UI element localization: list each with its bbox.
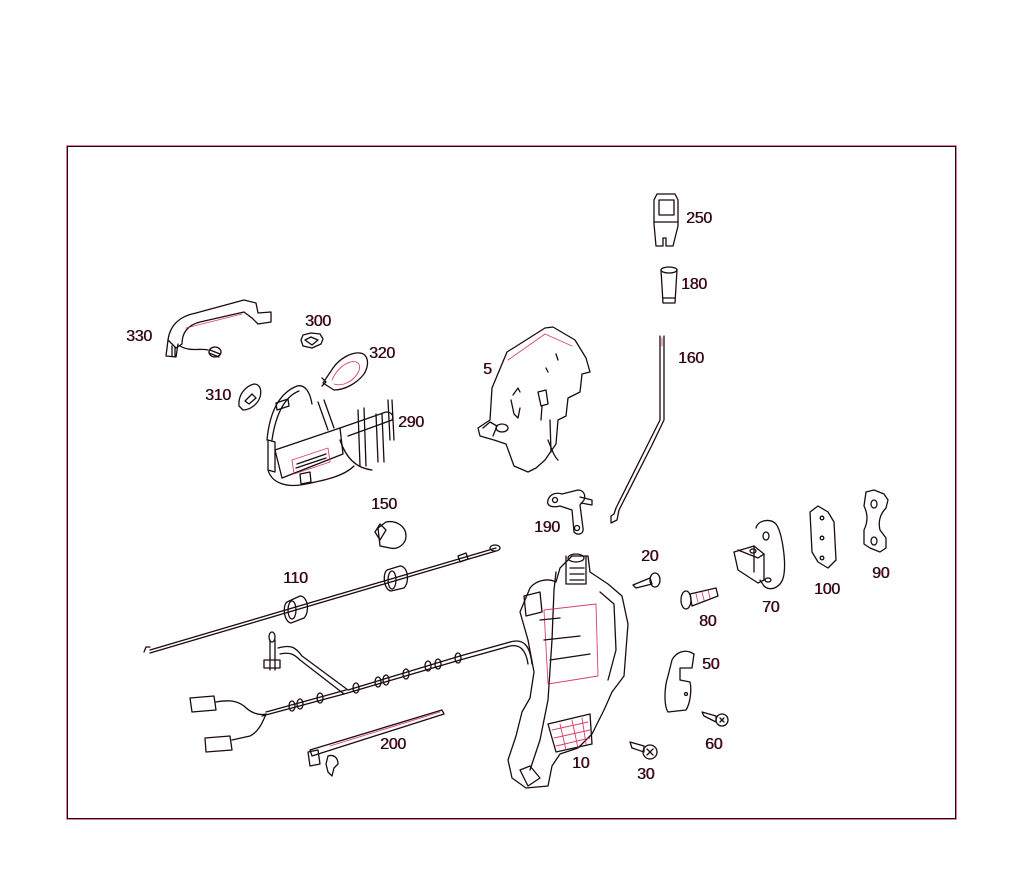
- label-part-150[interactable]: 150: [371, 496, 397, 513]
- part-90-shim-plate[interactable]: [863, 489, 889, 553]
- label-part-60[interactable]: 60: [705, 736, 723, 753]
- label-part-290[interactable]: 290: [398, 414, 424, 431]
- label-part-30[interactable]: 30: [637, 766, 655, 783]
- part-5-lock-cover[interactable]: [477, 326, 591, 473]
- label-part-180[interactable]: 180: [681, 276, 707, 293]
- part-310-gasket[interactable]: [238, 383, 262, 411]
- label-part-10[interactable]: 10: [572, 755, 590, 772]
- part-80-countersunk-screw[interactable]: [680, 587, 719, 610]
- label-part-100[interactable]: 100: [814, 581, 840, 598]
- part-250-lock-knob[interactable]: [653, 193, 679, 247]
- label-part-20[interactable]: 20: [641, 548, 659, 565]
- part-290-handle-carrier[interactable]: [266, 385, 395, 487]
- label-part-90[interactable]: 90: [872, 565, 890, 582]
- part-20-screw[interactable]: [632, 572, 661, 589]
- wiring-harness[interactable]: [189, 631, 533, 753]
- label-part-310[interactable]: 310: [205, 387, 231, 404]
- part-300-cap[interactable]: [300, 332, 324, 349]
- label-part-320[interactable]: 320: [369, 345, 395, 362]
- label-part-5[interactable]: 5: [483, 361, 492, 378]
- part-60-screw[interactable]: [701, 711, 729, 727]
- label-part-190[interactable]: 190: [534, 519, 560, 536]
- part-70-striker-bracket[interactable]: [733, 519, 786, 590]
- part-100-backing-plate[interactable]: [809, 505, 837, 569]
- diagram-frame: [67, 146, 956, 819]
- part-160-rod[interactable]: [610, 335, 665, 524]
- label-part-330[interactable]: 330: [126, 328, 152, 345]
- part-200-cable-tie[interactable]: [307, 709, 445, 777]
- part-30-screw[interactable]: [629, 741, 658, 760]
- label-part-160[interactable]: 160: [678, 350, 704, 367]
- part-150-clip[interactable]: [374, 520, 407, 550]
- label-part-200[interactable]: 200: [380, 736, 406, 753]
- part-180-sleeve[interactable]: [660, 266, 678, 304]
- label-part-250[interactable]: 250: [686, 210, 712, 227]
- label-part-70[interactable]: 70: [762, 599, 780, 616]
- label-part-50[interactable]: 50: [702, 656, 720, 673]
- part-330-door-handle[interactable]: [165, 299, 272, 358]
- part-50-bracket[interactable]: [664, 650, 695, 713]
- part-10-door-lock[interactable]: [507, 553, 629, 789]
- label-part-80[interactable]: 80: [699, 613, 717, 630]
- part-110-bowden-cable[interactable]: [143, 544, 501, 654]
- label-part-110[interactable]: 110: [283, 570, 308, 587]
- part-320-gasket[interactable]: [321, 352, 369, 391]
- part-190-lever[interactable]: [546, 489, 593, 535]
- label-part-300[interactable]: 300: [305, 313, 331, 330]
